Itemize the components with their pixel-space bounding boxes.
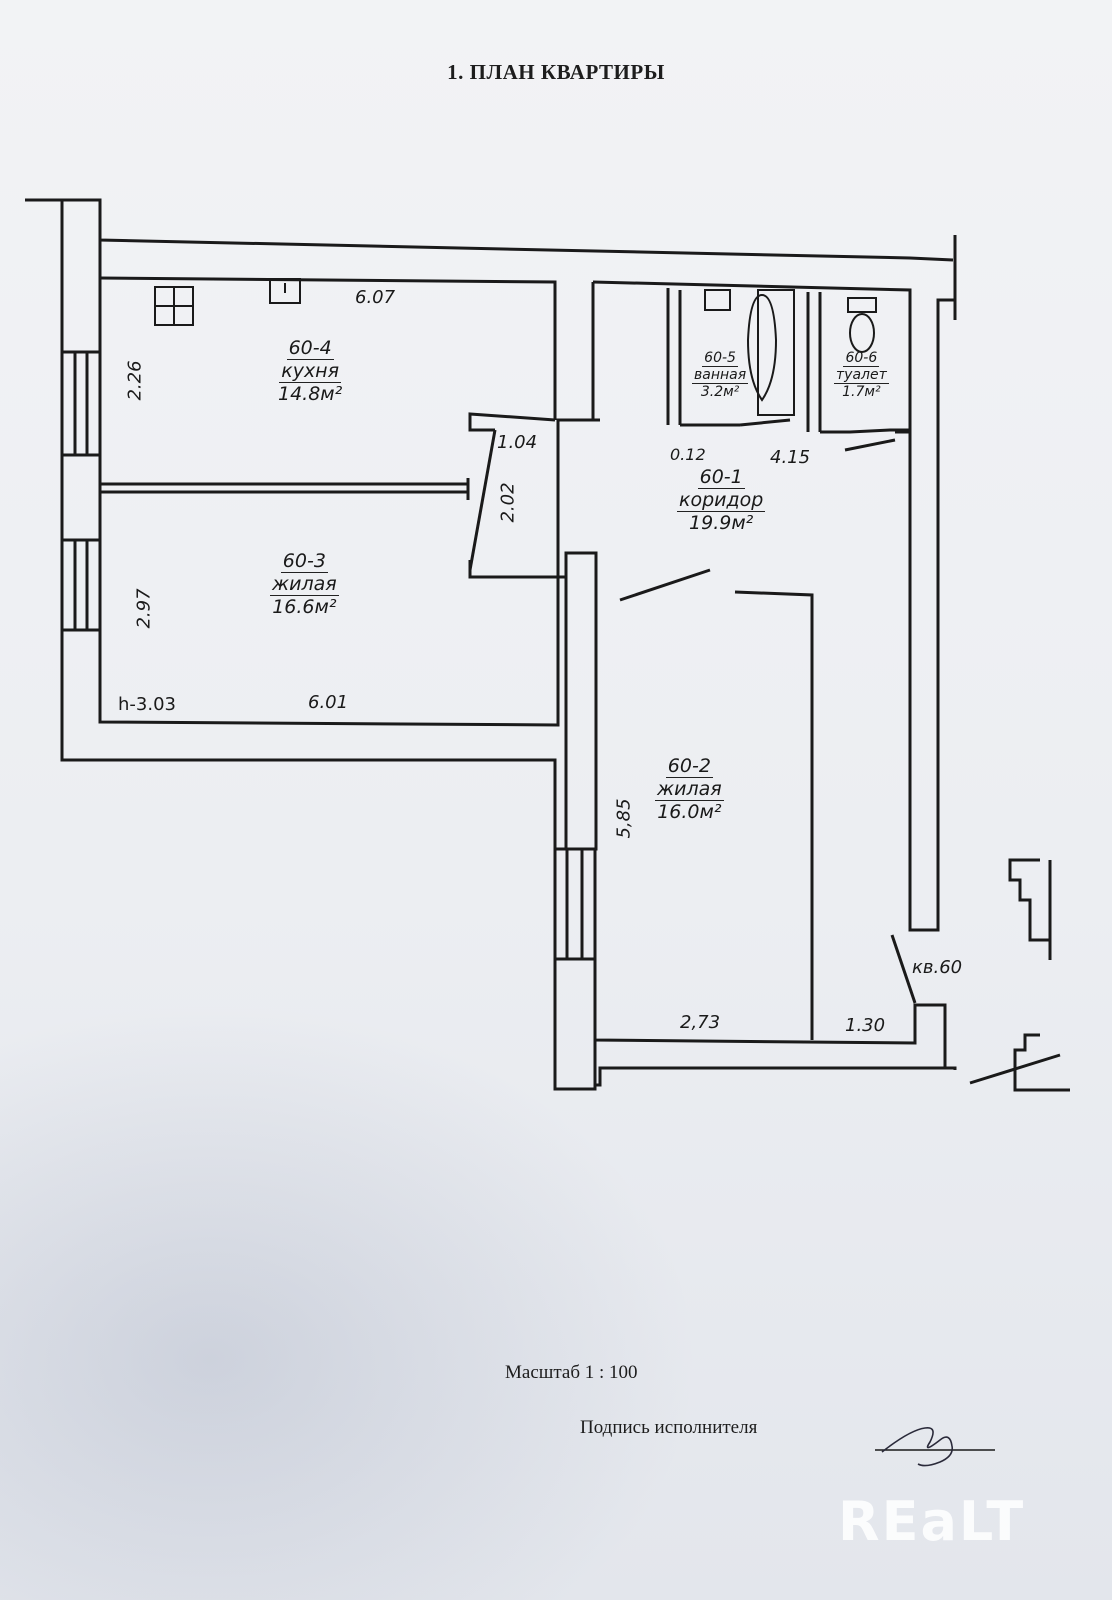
kitchen-sink-icon <box>269 278 301 304</box>
toilet-icon <box>849 313 875 353</box>
room-toilet-label: 60-6 туалет 1.7м² <box>834 350 889 400</box>
kitchen-wall <box>99 276 557 420</box>
room-2-label: 60-2 жилая 16.0м² <box>655 755 724 823</box>
page-title: 1. ПЛАН КВАРТИРЫ <box>447 60 665 84</box>
left-wall-outer <box>60 200 557 1090</box>
window-left-2 <box>60 538 102 632</box>
signature-label: Подпись исполнителя <box>580 1417 758 1438</box>
window-left-1 <box>60 350 102 457</box>
central-wall <box>564 551 598 851</box>
ceiling-height: h-3.03 <box>118 694 176 715</box>
outer-wall-top <box>25 198 954 262</box>
signature-mark <box>875 1426 995 1467</box>
right-wall <box>592 280 955 932</box>
dim-kitchen-depth: 2.26 <box>124 360 146 401</box>
dim-room2-length: 5,85 <box>613 798 635 839</box>
dim-room2-width: 2,73 <box>680 1012 721 1033</box>
room-kitchen-label: 60-4 кухня 14.8м² <box>278 337 343 405</box>
room-3-label: 60-3 жилая 16.6м² <box>270 550 339 618</box>
toilet-tank-icon <box>847 297 877 313</box>
window-bottom <box>553 847 597 961</box>
bath-sink-icon <box>704 289 731 311</box>
lower-wall <box>553 957 597 1091</box>
dim-kitchen-width: 6.07 <box>355 287 396 308</box>
dim-room3-depth: 2.97 <box>133 588 155 629</box>
partition-wall <box>98 482 470 494</box>
dim-bath-gap: 0.12 <box>670 445 706 464</box>
scale-text: Масштаб 1 : 100 <box>505 1362 638 1383</box>
room2-right-wall <box>734 590 814 1040</box>
watermark-logo: REaLT <box>838 1490 1026 1553</box>
dim-corridor-width: 4.15 <box>770 447 811 468</box>
dim-corridor-opening: 2.02 <box>497 482 519 523</box>
dim-entry-width: 1.30 <box>845 1015 886 1036</box>
bathtub-icon <box>746 293 778 402</box>
dim-door-width: 1.04 <box>497 432 538 453</box>
dim-room3-width: 6.01 <box>308 692 349 713</box>
apartment-label: кв.60 <box>912 957 963 978</box>
room-corridor-label: 60-1 коридор 19.9м² <box>677 466 766 534</box>
room-bathroom-label: 60-5 ванная 3.2м² <box>692 350 749 400</box>
